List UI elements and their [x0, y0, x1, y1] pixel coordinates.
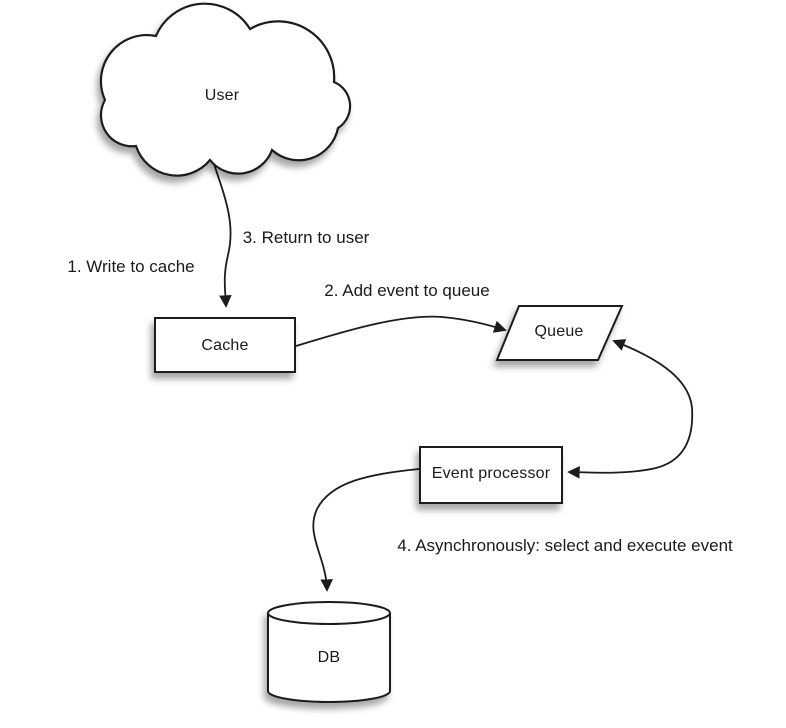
queue-node-label: Queue — [534, 323, 584, 340]
arrow-event-processor-to-db — [312, 468, 420, 592]
arrow-cache-to-queue — [295, 315, 507, 347]
db-cylinder-body — [267, 613, 391, 703]
db-cylinder-shape — [267, 601, 391, 703]
step2-add-event-to-queue-label: 2. Add event to queue — [324, 281, 490, 300]
arrow-user-to-cache — [211, 157, 232, 308]
queue-parallelogram-shape — [495, 305, 624, 361]
db-cylinder-top — [267, 601, 391, 625]
event-processor-node-label: Event processor — [431, 465, 551, 482]
arrow-queue-event-processor — [567, 339, 694, 479]
step4-asynchronously-label: 4. Asynchronously: select and execute ev… — [397, 536, 733, 555]
db-node-label: DB — [317, 649, 341, 666]
cache-box-shape — [154, 317, 296, 373]
step3-return-to-user-label: 3. Return to user — [242, 228, 370, 247]
user-cloud-shape — [99, 2, 352, 177]
user-node-label: User — [204, 87, 240, 104]
cache-node-label: Cache — [201, 337, 249, 354]
event-processor-box-shape — [419, 446, 563, 504]
step1-write-to-cache-label: 1. Write to cache — [67, 257, 195, 276]
